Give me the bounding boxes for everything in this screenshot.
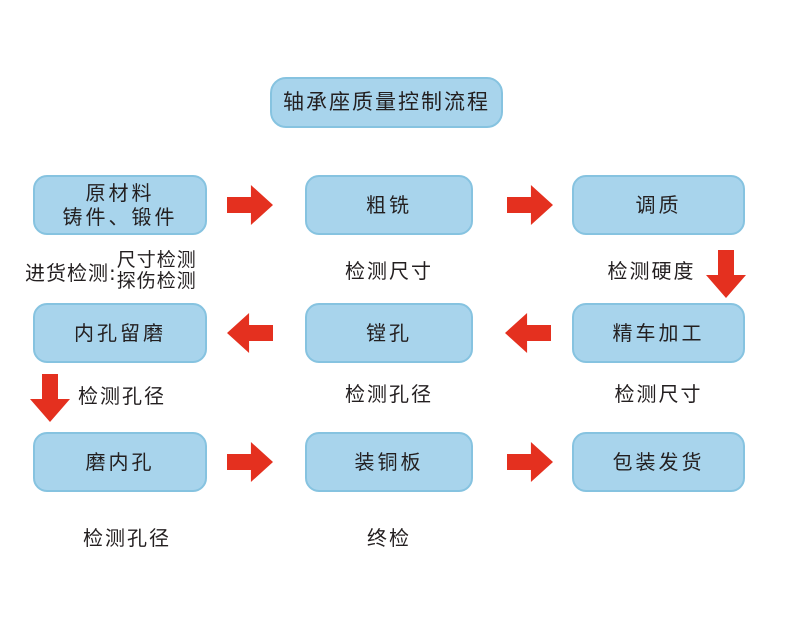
arrow-right-icon — [227, 185, 273, 225]
node-pack-ship: 包装发货 — [572, 432, 745, 492]
title-box: 轴承座质量控制流程 — [270, 77, 503, 128]
node-copper-plate-label: 装铜板 — [354, 450, 424, 474]
node-rough-milling: 粗铣 — [305, 175, 473, 235]
page-title: 轴承座质量控制流程 — [283, 89, 490, 114]
arrow-left-icon — [227, 313, 273, 353]
node-fine-turning: 精车加工 — [572, 303, 745, 363]
node-rough-milling-label: 粗铣 — [366, 193, 412, 217]
arrow-right-icon — [507, 442, 553, 482]
caption-incoming-inspection: 进货检测: 尺寸检测 探伤检测 — [25, 248, 197, 294]
caption-final-inspection: 终检 — [367, 526, 411, 550]
caption-check-size-row2: 检测尺寸 — [614, 382, 703, 406]
node-boring: 镗孔 — [305, 303, 473, 363]
node-bore-grind-allowance: 内孔留磨 — [33, 303, 207, 363]
caption-check-size-row1: 检测尺寸 — [345, 259, 433, 283]
caption-check-bore-row2-left: 检测孔径 — [78, 384, 166, 408]
node-fine-turning-label: 精车加工 — [612, 321, 705, 345]
node-grind-bore-label: 磨内孔 — [85, 450, 155, 474]
node-raw-material: 原材料 铸件、锻件 — [33, 175, 207, 235]
caption-check-hardness: 检测硬度 — [607, 259, 696, 283]
caption-check-bore-row3: 检测孔径 — [83, 526, 171, 550]
node-boring-label: 镗孔 — [366, 321, 412, 345]
incoming-inspection-label: 进货检测: — [25, 260, 117, 285]
node-bore-grind-allowance-label: 内孔留磨 — [74, 321, 166, 345]
arrow-left-icon — [505, 313, 551, 353]
arrow-right-icon — [507, 185, 553, 225]
caption-check-bore-row2-mid: 检测孔径 — [345, 382, 433, 406]
node-copper-plate: 装铜板 — [305, 432, 473, 492]
arrow-right-icon — [227, 442, 273, 482]
arrow-down-icon — [30, 374, 70, 422]
node-grind-bore: 磨内孔 — [33, 432, 207, 492]
incoming-inspection-items: 尺寸检测 探伤检测 — [116, 249, 197, 292]
node-tempering-label: 调质 — [635, 193, 682, 217]
node-raw-material-label: 原材料 铸件、锻件 — [62, 181, 178, 229]
node-tempering: 调质 — [572, 175, 745, 235]
node-pack-ship-label: 包装发货 — [612, 450, 705, 474]
